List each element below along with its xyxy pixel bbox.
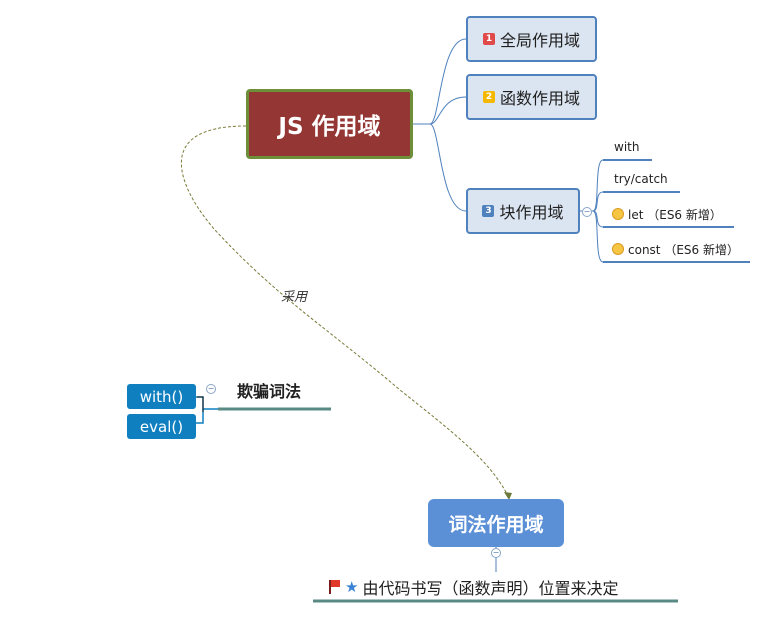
collapse-icon[interactable]: − [206,384,216,394]
branch-label: 函数作用域 [499,89,580,108]
leaf-let[interactable]: let （ES6 新增） [612,206,722,223]
priority-3-icon: 3 [482,205,495,217]
relationship-label: 采用 [281,290,308,305]
connector-block-const [580,210,604,263]
connector-root-branch2 [413,96,467,125]
lexical-scope-node[interactable]: 词法作用域 [428,499,564,547]
deceive-lexical-label[interactable]: 欺骗词法 [237,382,302,401]
leaf-label: let （ES6 新增） [628,208,722,222]
branch-label: 全局作用域 [499,31,580,50]
leaf-const[interactable]: const （ES6 新增） [612,241,739,258]
blue-star-icon: ★ [345,577,359,596]
branch-function-scope[interactable]: 2 函数作用域 [466,74,597,120]
deceive-item-with[interactable]: with() [127,384,196,409]
bracket-deceive [196,396,218,424]
connector-block-with [580,159,604,212]
collapse-icon[interactable]: − [582,207,592,217]
leaf-label: const （ES6 新增） [628,243,739,257]
relationship-arrowhead [504,492,512,500]
leaf-try-catch[interactable]: try/catch [614,172,668,186]
branch-global-scope[interactable]: 1 全局作用域 [466,16,597,62]
connector-root-branch1 [413,38,467,125]
lexical-scope-label: 词法作用域 [448,513,544,536]
smiley-icon [612,243,624,255]
connector-root-branch3 [413,123,467,212]
note-text: 由代码书写（函数声明）位置来决定 [362,579,619,598]
bracket-deceive-dark [197,396,204,412]
root-node[interactable]: JS 作用域 [246,89,413,159]
leaf-label: try/catch [614,172,668,186]
leaf-label: with [614,140,640,154]
branch-block-scope[interactable]: 3 块作用域 [466,188,580,234]
lexical-scope-note[interactable]: ★ 由代码书写（函数声明）位置来决定 [329,575,618,599]
leaf-with[interactable]: with [614,140,639,154]
relationship-curve [181,125,509,497]
red-flag-icon [329,580,341,594]
priority-2-icon: 2 [482,91,495,103]
smiley-icon [612,208,624,220]
root-label: JS 作用域 [278,114,381,140]
collapse-icon[interactable]: − [491,548,501,558]
priority-1-icon: 1 [482,33,495,45]
branch-label: 块作用域 [499,203,564,222]
deceive-item-eval[interactable]: eval() [127,414,196,439]
